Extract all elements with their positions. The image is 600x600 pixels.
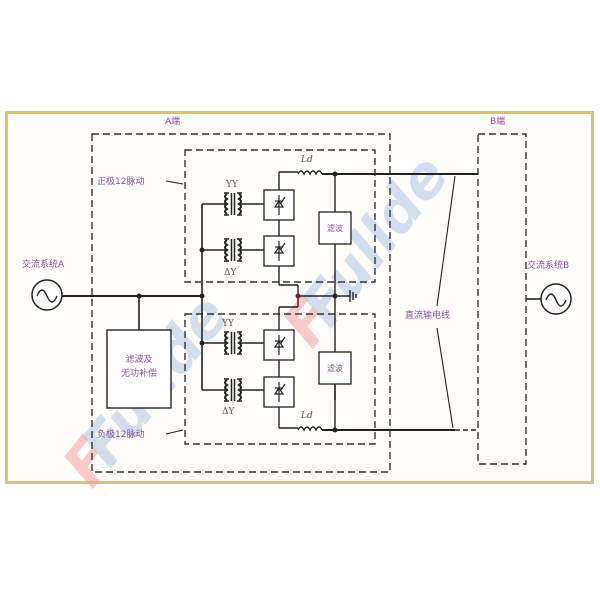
inductor-bottom-label: Ld <box>300 411 313 421</box>
watermark: Fullde Fullde F F <box>49 142 461 498</box>
b-end-label: B端 <box>490 115 505 127</box>
ac-source-a-icon <box>31 279 63 311</box>
filter-top-box <box>318 211 352 245</box>
ground-icon <box>349 290 357 302</box>
transformer-yy-lower-label: YY <box>221 319 235 329</box>
positive-pole-label: 正极12脉动 <box>97 175 144 187</box>
filter-compensation-box <box>106 329 172 409</box>
valve-lower-2 <box>263 376 295 408</box>
valve-upper-2 <box>263 235 295 267</box>
transformer-dy-lower-label: ΔY <box>222 407 235 417</box>
svg-text:滤波: 滤波 <box>327 223 343 233</box>
transformer-yy-label: YY <box>225 180 239 190</box>
ac-source-b-icon <box>540 283 572 315</box>
ac-system-a-label: 交流系统A <box>22 258 65 270</box>
a-end-box <box>91 133 391 473</box>
a-end-label: A端 <box>165 115 180 127</box>
negative-pole-label: 负极12脉动 <box>97 428 144 440</box>
transformer-dy-label: ΔY <box>224 268 237 278</box>
valve-upper-1 <box>263 189 295 221</box>
svg-text:无功补偿: 无功补偿 <box>121 367 157 379</box>
ac-system-b-label: 交流系统B <box>527 259 569 271</box>
valve-lower-1 <box>263 329 295 361</box>
negative-pole-box <box>184 313 376 445</box>
svg-text:滤波: 滤波 <box>327 363 343 373</box>
inductor-top-label: Ld <box>300 155 313 165</box>
svg-text:滤波及: 滤波及 <box>125 353 152 365</box>
b-end-box <box>477 133 527 465</box>
positive-pole-box <box>184 149 376 283</box>
filter-bottom-box <box>318 351 352 385</box>
dc-line-label: 直流输电线 <box>405 309 450 321</box>
